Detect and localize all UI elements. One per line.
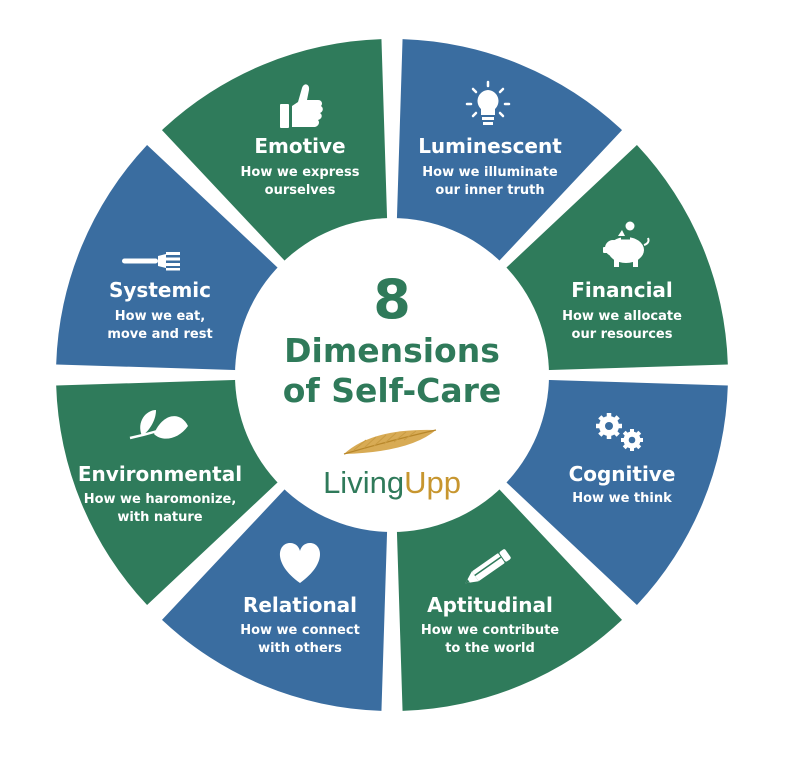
segment-cognitive — [501, 379, 728, 606]
gear-tooth — [617, 423, 622, 429]
gear-tooth — [635, 443, 642, 450]
segment-systemic-text: Systemic How we eat, move and rest — [107, 278, 212, 342]
gear-tooth — [613, 430, 620, 437]
segment-financial-text: Financial How we allocate our resources — [562, 278, 682, 342]
segment-desc-luminescent: How we illuminate — [422, 165, 558, 180]
segment-environmental-text: Environmental How we haromonize, with na… — [78, 462, 242, 525]
gear-tooth — [621, 438, 626, 442]
gear-tooth — [638, 438, 643, 442]
gear-tooth — [622, 430, 629, 437]
pencil-icon — [465, 549, 511, 584]
segment-desc-systemic: How we eat, — [115, 309, 205, 324]
segment-luminescent — [396, 39, 623, 266]
segment-desc-relational: How we connect — [240, 623, 360, 638]
center-circle — [235, 218, 549, 532]
segment-desc-financial: How we allocate — [562, 309, 682, 324]
gear-tooth — [598, 415, 605, 422]
center-title-line1: Dimensions — [284, 331, 500, 370]
center-title-line2: of Self-Care — [283, 371, 502, 410]
gear-tooth — [596, 423, 601, 429]
gear-tooth — [606, 434, 612, 439]
segment-desc-environmental: How we haromonize, — [84, 492, 237, 507]
segment-title-environmental: Environmental — [78, 462, 242, 486]
segment-title-aptitudinal: Aptitudinal — [427, 593, 553, 617]
piggy-bank-icon — [603, 221, 650, 267]
segment-desc-cognitive: How we think — [572, 491, 672, 506]
heart-icon — [279, 543, 321, 583]
gear-tooth — [630, 446, 634, 451]
gear-tooth — [635, 430, 642, 437]
gear-tooth — [613, 415, 620, 422]
segment-desc-luminescent-2: our inner truth — [435, 183, 544, 198]
segment-luminescent-text: Luminescent How we illuminate our inner … — [418, 134, 562, 198]
segment-emotive-text: Emotive How we express ourselves — [241, 134, 360, 198]
leaf-icon — [129, 410, 188, 440]
segment-emotive — [161, 39, 388, 266]
segment-desc-aptitudinal-2: to the world — [445, 641, 535, 656]
gear-tooth — [606, 413, 612, 418]
segment-title-relational: Relational — [243, 593, 357, 617]
segment-title-systemic: Systemic — [109, 278, 211, 302]
segment-desc-relational-2: with others — [258, 641, 342, 656]
segment-desc-systemic-2: move and rest — [107, 327, 212, 342]
segment-desc-environmental-2: with nature — [117, 510, 202, 525]
center-number: 8 — [373, 268, 411, 331]
segment-environmental — [56, 379, 283, 606]
segment-desc-aptitudinal: How we contribute — [421, 623, 559, 638]
segment-aptitudinal-text: Aptitudinal How we contribute to the wor… — [421, 593, 559, 656]
fork-icon — [122, 252, 180, 271]
gears-icon — [596, 413, 643, 451]
brand-name-living: Living — [323, 465, 404, 500]
segment-relational — [161, 484, 388, 711]
segment-relational-text: Relational How we connect with others — [240, 593, 360, 656]
segment-title-financial: Financial — [571, 278, 673, 302]
segment-title-cognitive: Cognitive — [569, 462, 676, 486]
gear-tooth — [622, 443, 629, 450]
segment-title-emotive: Emotive — [254, 134, 345, 158]
gear-tooth — [630, 429, 634, 434]
segment-title-luminescent: Luminescent — [418, 134, 562, 158]
segment-desc-financial-2: our resources — [572, 327, 673, 342]
gear-tooth — [598, 430, 605, 437]
segment-desc-emotive: How we express — [241, 165, 360, 180]
segment-cognitive-text: Cognitive How we think — [569, 462, 676, 506]
feather-icon — [343, 429, 437, 455]
segment-desc-emotive-2: ourselves — [265, 183, 336, 198]
thumbs-up-icon — [280, 84, 323, 128]
brand-name-upp: Upp — [404, 465, 461, 500]
brand-logo-text: LivingUpp — [323, 465, 461, 500]
segment-aptitudinal — [396, 484, 623, 711]
lightbulb-icon — [465, 80, 511, 125]
wheel-segments — [56, 39, 728, 711]
